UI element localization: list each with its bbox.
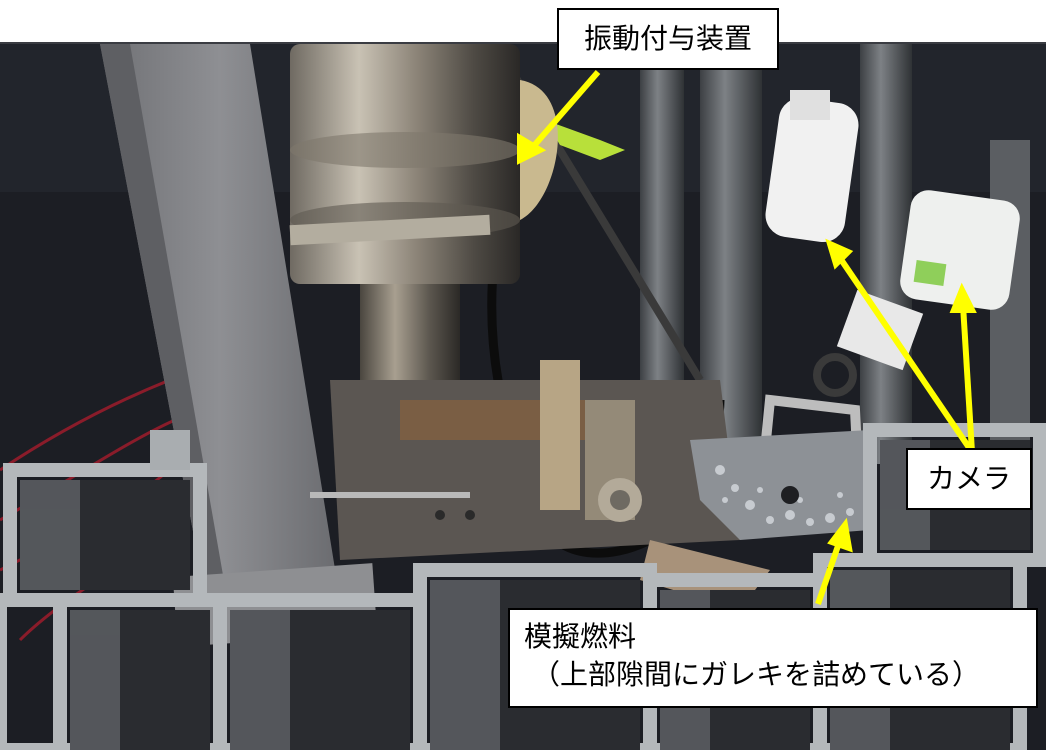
camera-label: カメラ: [906, 448, 1032, 510]
simulated-fuel-note: （上部隙間にガレキを詰めている）: [532, 658, 981, 691]
arrow-group: [517, 70, 977, 605]
simulated-fuel-label: 模擬燃料 （上部隙間にガレキを詰めている）: [508, 608, 1038, 708]
simulated-fuel-title: 模擬燃料: [524, 620, 637, 653]
vibration-device-label: 振動付与装置: [557, 8, 779, 70]
